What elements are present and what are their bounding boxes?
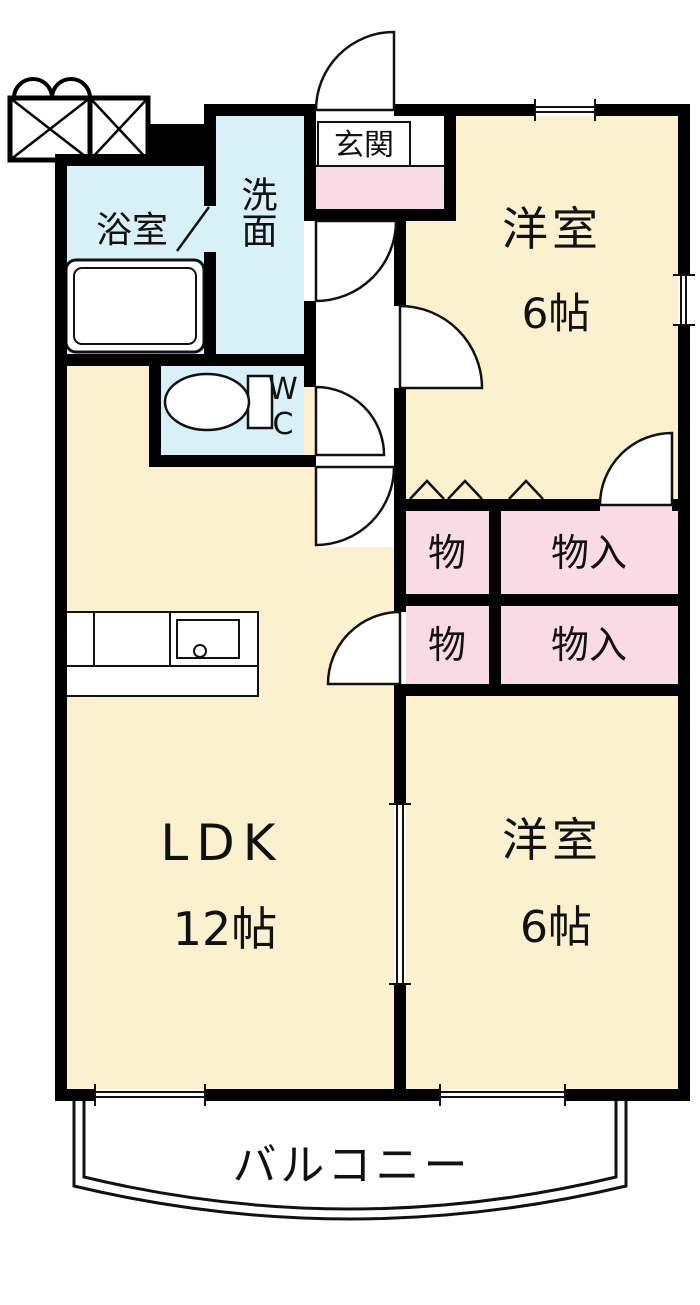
window-gap — [95, 1089, 205, 1101]
closet-r1-right — [501, 503, 678, 594]
bedroom-bottom-door-arc — [326, 610, 402, 686]
label-bedroom-bottom-size: 6帖 — [520, 902, 592, 953]
room-washroom — [204, 116, 304, 354]
wall — [55, 154, 67, 1101]
closet-r2-left — [406, 606, 489, 684]
toilet-tank-icon — [246, 374, 274, 430]
doors — [175, 30, 674, 686]
wall — [672, 499, 690, 511]
wall — [394, 984, 406, 1101]
balcony-outer-rail — [72, 1101, 628, 1221]
label-bedroom-top: 洋室 — [502, 202, 602, 256]
bath-door-line — [175, 206, 211, 252]
label-closet-r1-left: 物 — [428, 531, 466, 575]
closet-r1-left — [406, 511, 489, 594]
wall — [489, 499, 501, 696]
kitchen-sink-icon — [176, 619, 240, 659]
labels: 浴室 洗面 玄関 WC 洋室 6帖 物 物入 物 物入 LDK 12帖 洋室 6… — [96, 128, 627, 1191]
window-bedroom-top — [534, 99, 596, 121]
window-gap — [678, 275, 690, 325]
wall — [394, 388, 406, 499]
wall — [149, 455, 316, 467]
scallop-icon — [12, 77, 92, 99]
closet-door-arc — [598, 431, 674, 507]
wall — [394, 594, 690, 606]
wall — [394, 684, 690, 696]
windows — [94, 99, 695, 1106]
label-closet-r2-right: 物入 — [551, 623, 627, 667]
label-balcony: バルコニー — [232, 1140, 471, 1191]
toilet-bowl-icon — [163, 372, 251, 432]
genkan-detail — [316, 121, 444, 167]
wall — [304, 301, 316, 387]
label-bathroom: 浴室 — [96, 210, 168, 251]
bathtub-inner — [73, 267, 197, 345]
wall — [444, 104, 456, 221]
wall — [148, 124, 204, 166]
label-wc: WC — [266, 372, 301, 442]
kitchen-dividers — [93, 612, 171, 666]
room-bedroom-bottom — [406, 696, 678, 1089]
fixtures — [63, 258, 274, 697]
genkan-label-frame — [317, 121, 411, 167]
room-genkan — [316, 166, 444, 209]
wall — [204, 252, 216, 354]
label-ldk-size: 12帖 — [173, 902, 278, 956]
window-ldk — [94, 1084, 206, 1106]
kitchen-faucet-icon — [193, 644, 207, 658]
entrance-door-arc — [314, 30, 396, 112]
walls — [55, 104, 690, 1101]
hall-ldk-door-arc — [314, 465, 396, 547]
stair-symbol — [7, 77, 151, 163]
wall — [394, 499, 406, 612]
window-gap — [535, 104, 595, 116]
wall — [204, 104, 216, 166]
washroom-door-arc — [314, 219, 398, 303]
cross-box-x — [89, 97, 149, 161]
label-genkan: 玄関 — [334, 128, 394, 163]
sliding-partition — [389, 803, 411, 985]
wall — [394, 684, 406, 804]
label-closet-r2-left: 物 — [428, 623, 466, 667]
wall — [204, 166, 216, 206]
balcony-inner-rail — [82, 1101, 618, 1211]
balcony — [72, 1101, 628, 1221]
folding-door-marks — [409, 479, 544, 500]
kitchen-counter-front — [63, 665, 259, 697]
closet-r2-right — [501, 606, 678, 684]
label-bedroom-top-size: 6帖 — [522, 289, 591, 338]
label-closet-r1-right: 物入 — [551, 531, 627, 575]
folding-door-icon — [409, 479, 445, 500]
label-ldk: LDK — [160, 814, 283, 872]
label-bedroom-bottom: 洋室 — [502, 813, 602, 867]
room-bedroom-top — [406, 116, 678, 499]
bedroom-top-door-arc — [398, 304, 484, 390]
cross-box-x — [9, 97, 91, 161]
folding-door-icon — [508, 479, 544, 500]
window-bedroom-top-side — [673, 274, 695, 326]
wall — [55, 354, 316, 366]
wc-door-arc — [314, 385, 386, 457]
folding-door-icon — [447, 479, 483, 500]
wall — [149, 354, 161, 467]
wall — [304, 209, 456, 221]
window-gap — [440, 1089, 565, 1101]
wall — [394, 221, 406, 306]
label-washroom: 洗面 — [236, 176, 277, 248]
wall — [204, 104, 316, 116]
wall — [304, 104, 316, 221]
window-bedroom-bottom — [439, 1084, 566, 1106]
